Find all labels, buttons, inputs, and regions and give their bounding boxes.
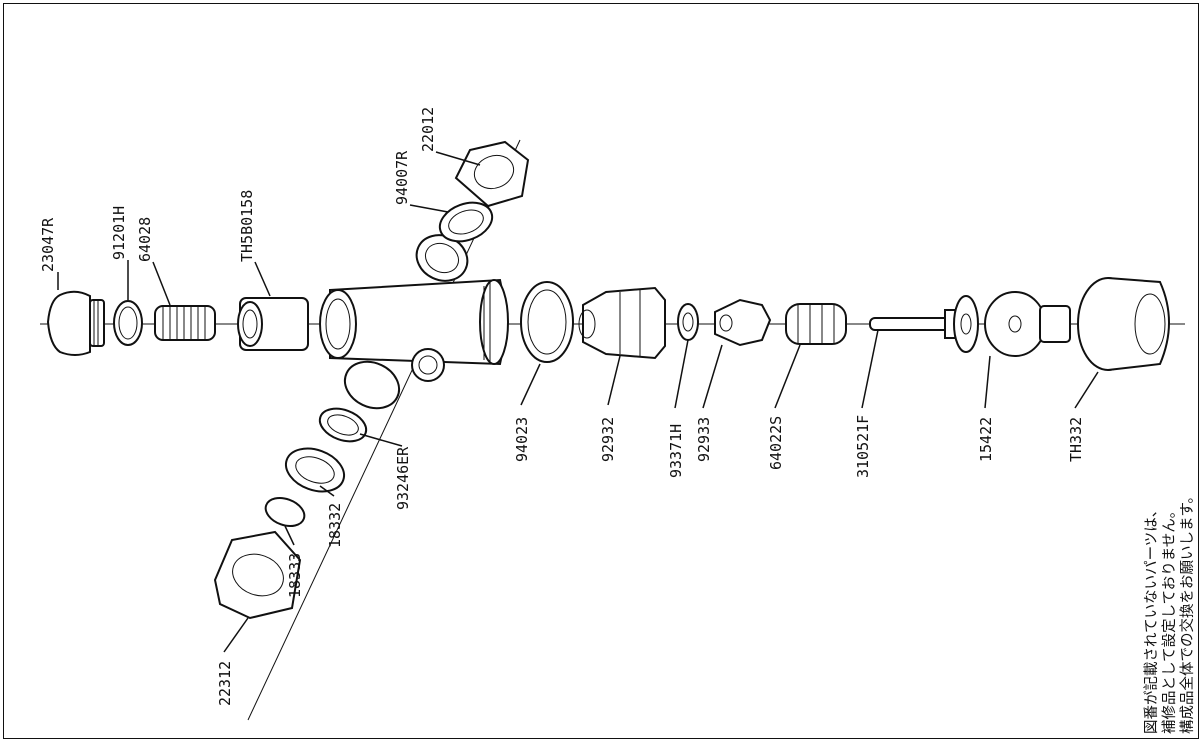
- note-line-1: 図番が記載されていないパーツは、: [1143, 503, 1160, 734]
- part-knob-base: [984, 291, 1071, 357]
- label-22312: 22312: [216, 661, 234, 706]
- part-washer-15422: [953, 295, 979, 353]
- part-cap-23047R: [46, 290, 105, 356]
- leader-lines: [57, 151, 1099, 653]
- part-cartridge-TH5B0158: [237, 297, 309, 351]
- label-64028: 64028: [136, 217, 154, 262]
- note-line-3: 構成品全体での交換をお願いします。: [1178, 489, 1196, 734]
- label-64022S: 64022S: [767, 416, 785, 470]
- label-15422: 15422: [977, 417, 995, 462]
- part-nut-22312: [213, 530, 302, 620]
- label-91201H: 91201H: [110, 206, 128, 260]
- label-94007R: 94007R: [393, 150, 411, 205]
- part-spring-64022S: [785, 303, 847, 345]
- label-93371H: 93371H: [667, 424, 685, 478]
- part-oring-91201H: [113, 300, 143, 346]
- part-handle-TH332: [1077, 277, 1170, 371]
- part-valve-92933: [714, 298, 772, 347]
- label-18332: 18332: [326, 503, 344, 548]
- part-pin-310521F: [869, 309, 960, 339]
- part-oring-94023: [520, 281, 574, 363]
- part-ring-93371H: [677, 303, 699, 341]
- drawing-frame: [3, 3, 1199, 739]
- part-guide-92932: [578, 286, 666, 360]
- label-93246ER: 93246ER: [394, 446, 412, 510]
- part-labels: 23047R 91201H 64028 TH5B0158 94007R 2201…: [39, 107, 1085, 706]
- part-spring-64028: [154, 305, 216, 341]
- part-washer-93246ER: [318, 407, 368, 443]
- label-92933: 92933: [695, 417, 713, 462]
- label-94023: 94023: [513, 417, 531, 462]
- label-18333: 18333: [286, 553, 304, 598]
- label-TH5B0158: TH5B0158: [238, 190, 256, 262]
- note-line-2: 補修品として設定しておりません。: [1161, 504, 1178, 734]
- note-block: 図番が記載されていないパーツは、 補修品として設定しておりません。 構成品全体で…: [1143, 489, 1196, 734]
- label-22012: 22012: [419, 107, 437, 152]
- part-sleeve-18332: [284, 447, 346, 493]
- part-nut-22012: [454, 140, 530, 208]
- label-TH332: TH332: [1067, 417, 1085, 462]
- label-92932: 92932: [599, 417, 617, 462]
- part-washer-94007R: [438, 201, 494, 243]
- part-ring-18333: [264, 496, 306, 528]
- label-23047R: 23047R: [39, 217, 57, 272]
- part-valve-body: [319, 234, 509, 410]
- label-310521F: 310521F: [854, 415, 872, 478]
